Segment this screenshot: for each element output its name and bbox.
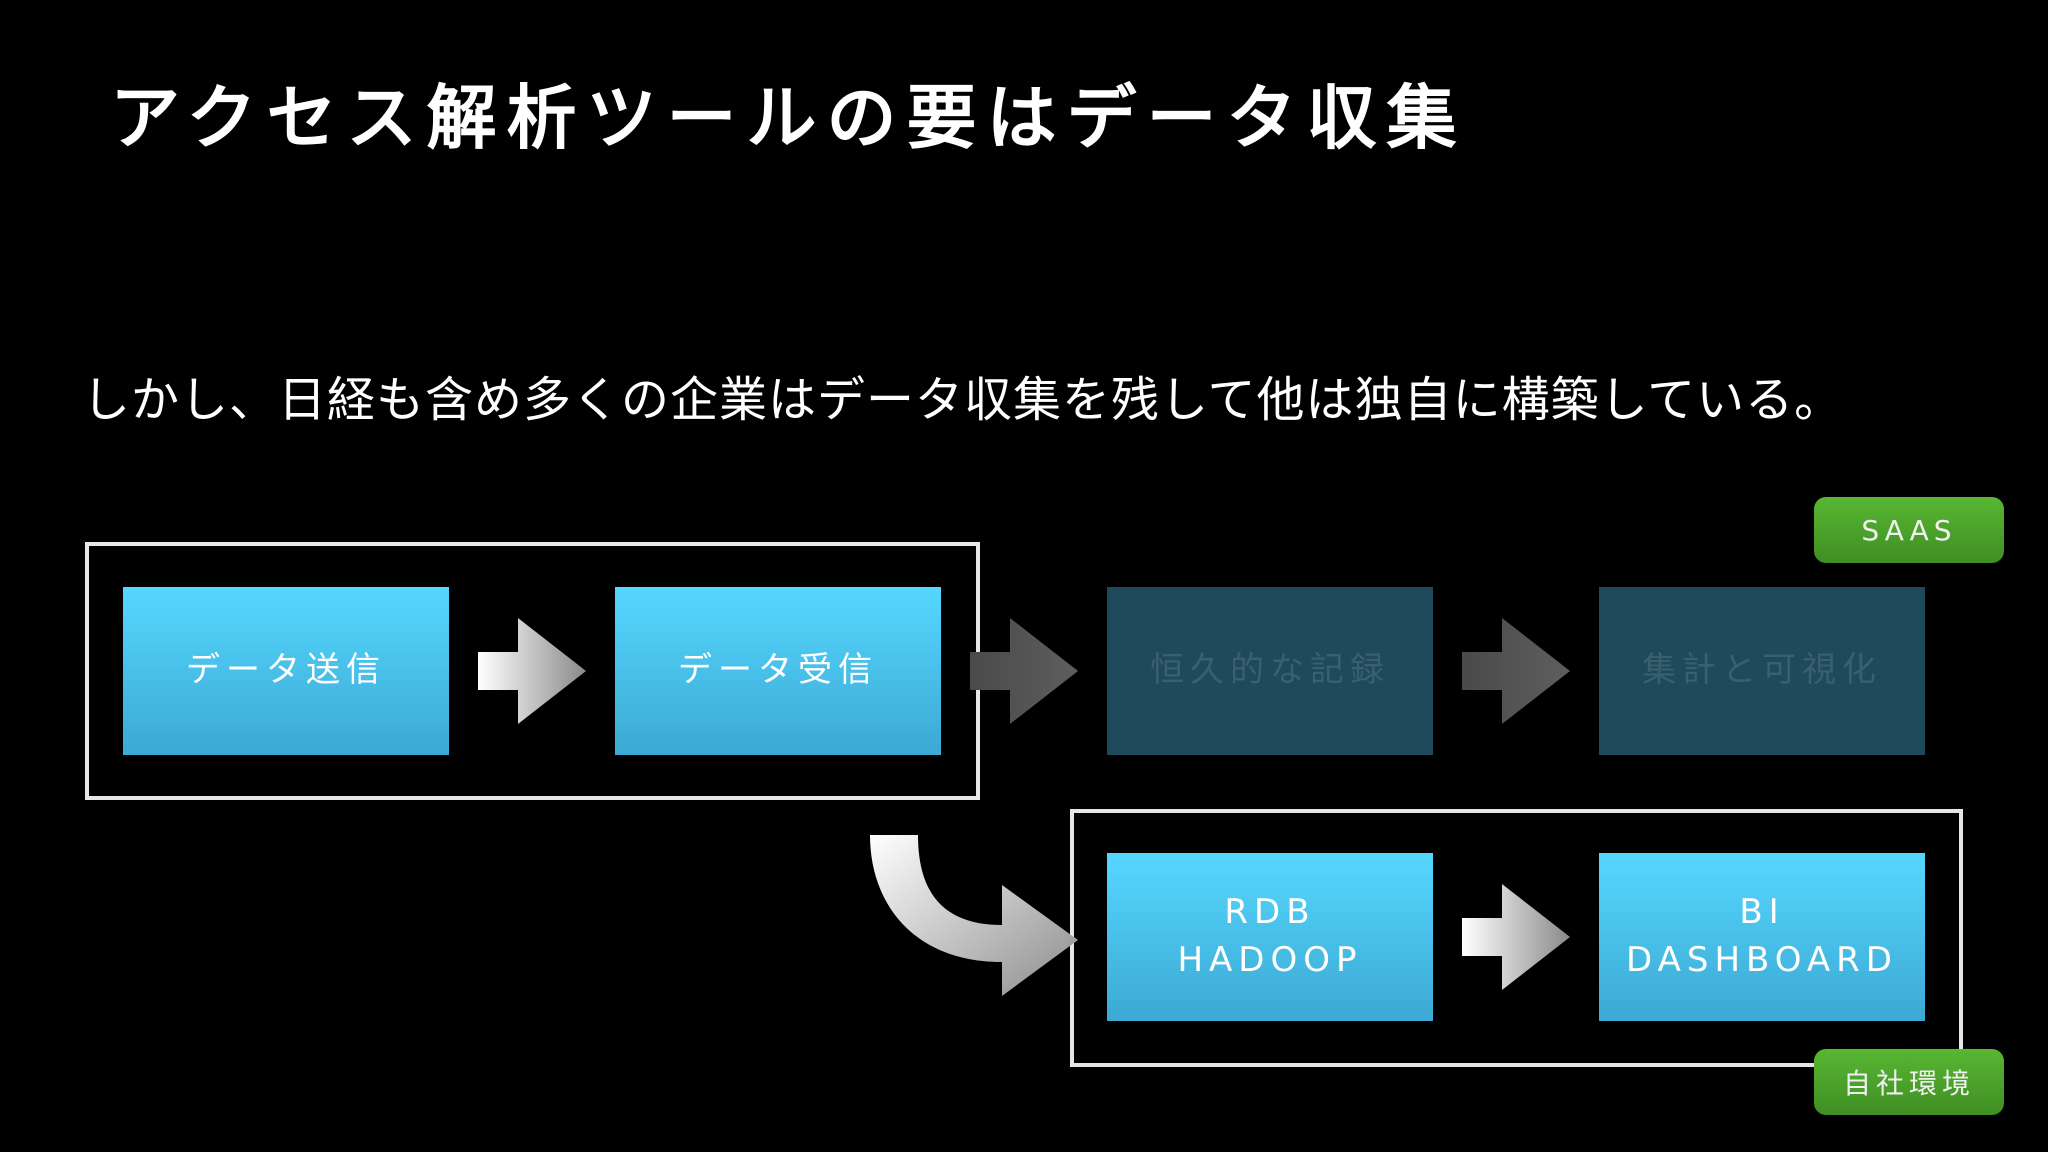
arrow-receive-to-record [970,618,1078,724]
arrow-send-to-receive [478,618,586,724]
permanent-record-box: 恒久的な記録 [1107,587,1433,755]
dashboard-box: BI DASHBOARD [1599,853,1925,1021]
arrow-storage-to-dashboard [1462,884,1570,990]
slide-title: アクセス解析ツールの要はデータ収集 [110,77,1467,159]
saas-badge: SAAS [1814,497,2004,563]
aggregate-visualize-label: 集計と可視化 [1642,650,1882,691]
storage-label-line1: RDB [1224,892,1316,933]
data-send-label: データ送信 [186,650,386,691]
in-house-badge: 自社環境 [1814,1049,2004,1115]
data-receive-box: データ受信 [615,587,941,755]
aggregate-visualize-box: 集計と可視化 [1599,587,1925,755]
data-send-box: データ送信 [123,587,449,755]
storage-label-line2: HADOOP [1177,940,1363,980]
arrow-record-to-visualize [1462,618,1570,724]
slide-subtitle: しかし、日経も含め多くの企業はデータ収集を残して他は独自に構築している。 [82,372,1844,428]
arrow-curved-to-storage [870,835,1078,996]
storage-box: RDB HADOOP [1107,853,1433,1021]
dashboard-label-line2: DASHBOARD [1626,940,1898,980]
permanent-record-label: 恒久的な記録 [1150,650,1390,691]
data-receive-label: データ受信 [678,650,878,691]
dashboard-label-line1: BI [1739,892,1785,933]
